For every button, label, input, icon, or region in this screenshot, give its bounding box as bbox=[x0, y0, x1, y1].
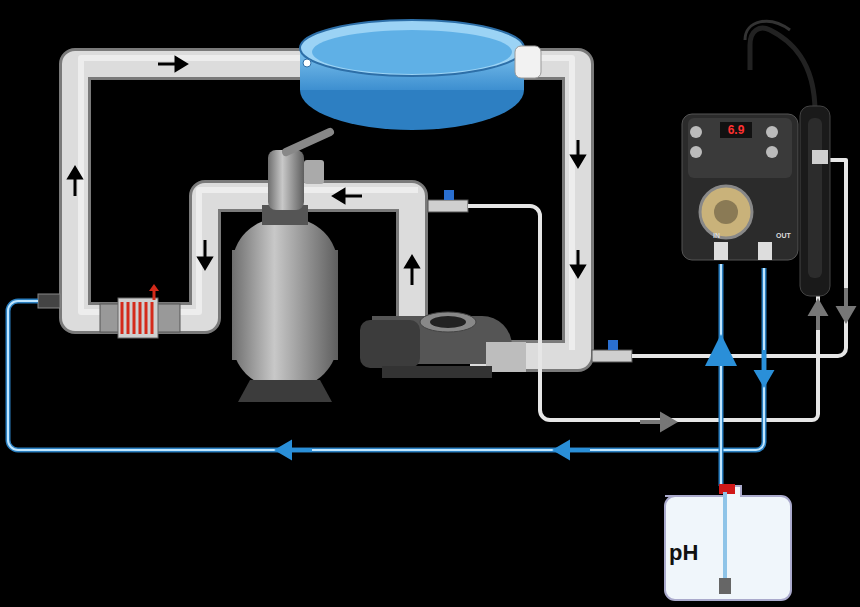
canister-label: pH bbox=[669, 540, 698, 566]
suction-tube bbox=[721, 264, 722, 486]
ph-canister: pH bbox=[655, 482, 795, 602]
display-reading: 6.9 bbox=[720, 122, 752, 138]
port-label: OUT bbox=[776, 232, 791, 239]
dosing-pump: 6.9 bbox=[680, 112, 800, 262]
port-label: IN bbox=[713, 232, 720, 239]
